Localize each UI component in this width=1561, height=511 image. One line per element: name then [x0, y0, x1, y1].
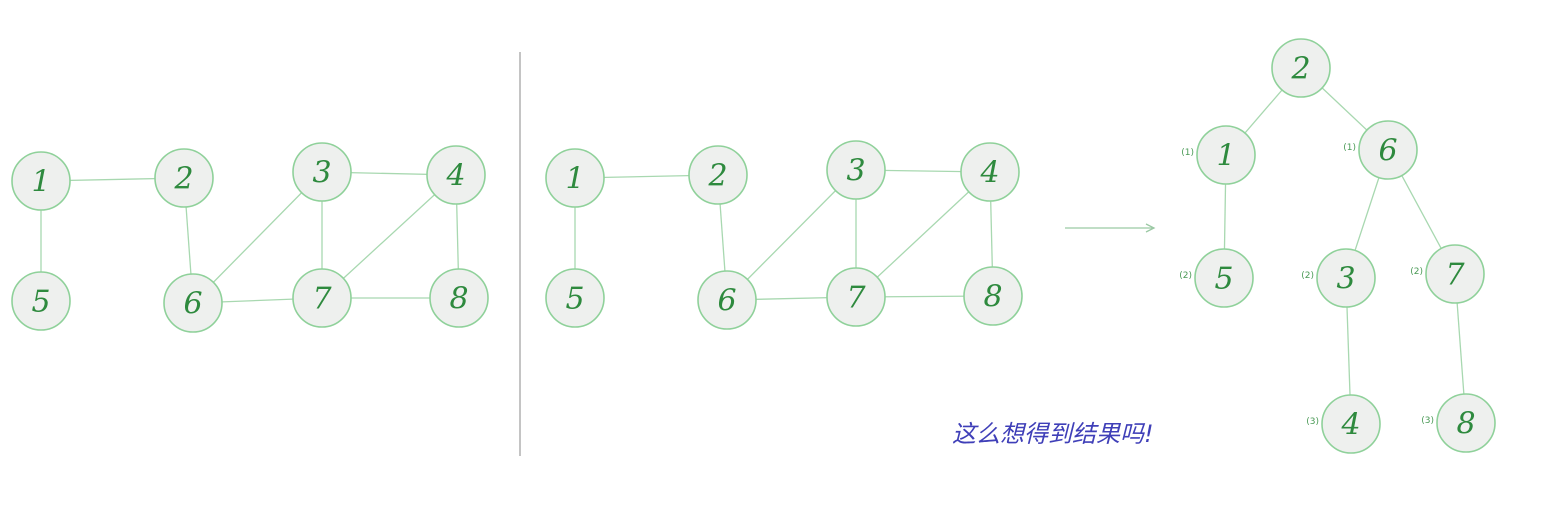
node-label: 1 [565, 162, 584, 197]
graph-middle-node-7: 7 [826, 267, 886, 327]
node-label: 6 [717, 284, 736, 319]
node-circle [292, 142, 352, 202]
node-label: 2 [707, 159, 727, 194]
node-circle [1194, 248, 1254, 308]
node-label: 1 [1216, 139, 1235, 174]
node-label: 5 [1214, 262, 1233, 297]
node-label: 6 [1378, 134, 1397, 169]
graph-left-node-3: 3 [292, 142, 352, 202]
tree-node-4: 4 (3) [1306, 394, 1381, 454]
node-label: 6 [183, 287, 202, 322]
tree-node-6: 6 (1) [1343, 120, 1418, 180]
graph-left-node-2: 2 [154, 148, 214, 208]
nodes-layer: 1 2 3 4 5 6 7 8 1 2 3 4 5 6 7 8 2 1 (1) 6 (1) 5 (2) 3 (2) 7 (2) 4 (3… [11, 38, 1496, 454]
node-label: 4 [979, 156, 999, 191]
graph-left-edge-3-6 [192, 171, 323, 304]
graph-middle-edge-3-6 [726, 169, 857, 301]
node-circle [1316, 248, 1376, 308]
node-label: 3 [312, 156, 331, 191]
node-circle [826, 267, 886, 327]
node-label: 2 [173, 162, 193, 197]
node-circle [429, 268, 489, 328]
bfs-order-label: (2) [1410, 267, 1423, 277]
node-label: 7 [1445, 258, 1465, 293]
node-label: 1 [31, 165, 50, 200]
bfs-order-label: (2) [1179, 271, 1192, 281]
node-label: 8 [1456, 407, 1475, 442]
bfs-order-label: (1) [1181, 148, 1194, 158]
tree-node-8: 8 (3) [1421, 393, 1496, 453]
node-circle [963, 266, 1023, 326]
graph-middle-edge-4-7 [855, 171, 991, 298]
node-label: 4 [1340, 408, 1360, 443]
bfs-order-label: (2) [1301, 271, 1314, 281]
graph-middle-node-1: 1 [545, 148, 605, 208]
node-circle [154, 148, 214, 208]
tree-node-7: 7 (2) [1410, 244, 1485, 304]
node-circle [426, 145, 486, 205]
transform-arrow [1065, 223, 1156, 233]
tree-node-2: 2 [1271, 38, 1331, 98]
bfs-order-label: (3) [1421, 416, 1434, 426]
graph-middle-node-6: 6 [697, 270, 757, 330]
node-circle [545, 268, 605, 328]
node-circle [545, 148, 605, 208]
node-circle [960, 142, 1020, 202]
node-circle [11, 271, 71, 331]
node-label: 3 [1336, 262, 1355, 297]
tree-node-3: 3 (2) [1301, 248, 1376, 308]
node-label: 8 [983, 280, 1002, 315]
graph-left-node-6: 6 [163, 273, 223, 333]
node-circle [1321, 394, 1381, 454]
node-label: 8 [449, 282, 468, 317]
node-label: 3 [846, 154, 865, 189]
graph-middle-node-5: 5 [545, 268, 605, 328]
bfs-order-label: (3) [1306, 417, 1319, 427]
node-circle [1358, 120, 1418, 180]
node-circle [688, 145, 748, 205]
node-circle [1436, 393, 1496, 453]
node-circle [826, 140, 886, 200]
arrow-head [1145, 223, 1156, 233]
graph-middle-node-4: 4 [960, 142, 1020, 202]
bfs-order-label: (1) [1343, 143, 1356, 153]
node-circle [292, 268, 352, 328]
node-label: 5 [31, 285, 50, 320]
graph-middle-node-2: 2 [688, 145, 748, 205]
node-circle [163, 273, 223, 333]
graph-left-edge-4-7 [321, 174, 457, 299]
node-label: 5 [565, 282, 584, 317]
edges-layer [40, 67, 1467, 425]
node-circle [1196, 125, 1256, 185]
graph-middle-node-8: 8 [963, 266, 1023, 326]
node-label: 2 [1290, 52, 1310, 87]
graph-left-node-7: 7 [292, 268, 352, 328]
node-label: 7 [846, 281, 866, 316]
graph-left-node-1: 1 [11, 151, 71, 211]
graph-left-node-8: 8 [429, 268, 489, 328]
graph-left-node-5: 5 [11, 271, 71, 331]
tree-node-1: 1 (1) [1181, 125, 1256, 185]
node-circle [1271, 38, 1331, 98]
caption-text: 这么想得到结果吗! [952, 420, 1154, 448]
graph-middle-node-3: 3 [826, 140, 886, 200]
node-circle [697, 270, 757, 330]
node-label: 7 [312, 282, 332, 317]
node-circle [11, 151, 71, 211]
graph-left-node-4: 4 [426, 145, 486, 205]
tree-node-5: 5 (2) [1179, 248, 1254, 308]
node-circle [1425, 244, 1485, 304]
node-label: 4 [445, 159, 465, 194]
